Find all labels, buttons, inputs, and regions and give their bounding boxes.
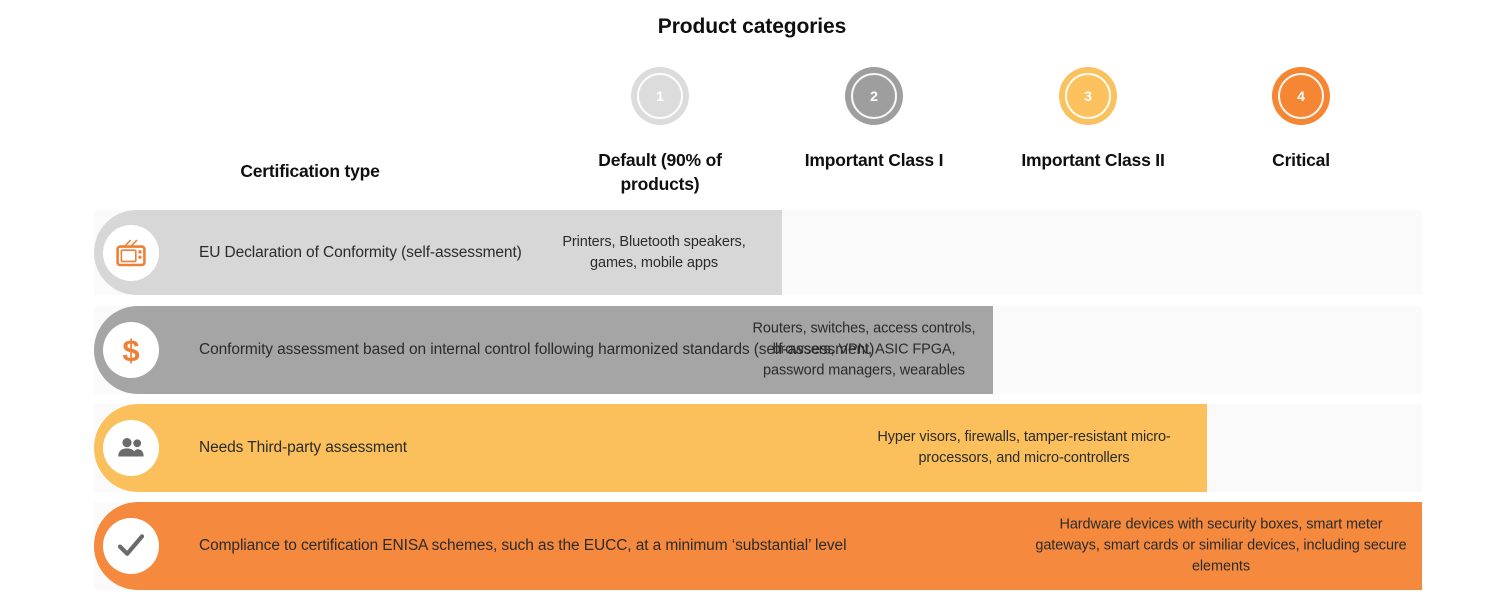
- badge-inner-ring: [851, 73, 897, 119]
- category-badge-3: 3: [1059, 67, 1117, 125]
- table-row: EU Declaration of Conformity (self-asses…: [94, 210, 1422, 295]
- cell-row1-col1: Printers, Bluetooth speakers, games, mob…: [562, 233, 746, 271]
- badge-inner-ring: [1278, 73, 1324, 119]
- column-header-important-class-2: Important Class II: [1021, 150, 1165, 170]
- table-row: Compliance to certification ENISA scheme…: [94, 502, 1422, 590]
- row-label-4: Compliance to certification ENISA scheme…: [199, 537, 847, 554]
- column-header-critical: Critical: [1272, 150, 1330, 170]
- dollar-glyph: $: [122, 332, 140, 368]
- table-row: $ Conformity assessment based on interna…: [94, 306, 1422, 394]
- row-label-3: Needs Third-party assessment: [199, 439, 407, 456]
- badge-inner-ring: [1065, 73, 1111, 119]
- dollar-sign-icon: $: [103, 322, 159, 378]
- row-axis-header: Certification type: [240, 161, 380, 181]
- row-bar-4: [94, 502, 1422, 590]
- cell-row4-col4: Hardware devices with security boxes, sm…: [1035, 516, 1407, 575]
- category-number-4: 4: [1297, 88, 1305, 104]
- category-badge-1: 1: [631, 67, 689, 125]
- category-number-3: 3: [1084, 88, 1092, 104]
- page-title: Product categories: [657, 15, 847, 38]
- people-group-icon: [103, 420, 159, 476]
- category-badge-4: 4: [1272, 67, 1330, 125]
- cell-row2-col2: Routers, switches, access controls, brow…: [752, 320, 976, 379]
- column-header-important-class-1: Important Class I: [804, 150, 944, 170]
- television-icon: [103, 224, 159, 281]
- category-number-2: 2: [870, 88, 878, 104]
- category-number-1: 1: [656, 88, 664, 104]
- row-bar-2: [94, 306, 993, 394]
- checkmark-icon: [103, 518, 159, 574]
- badge-inner-ring: [637, 73, 683, 119]
- table-row: Needs Third-party assessment Hyper visor…: [94, 404, 1422, 492]
- row-label-2: Conformity assessment based on internal …: [199, 341, 875, 358]
- row-bar-1: [94, 210, 782, 295]
- category-badge-2: 2: [845, 67, 903, 125]
- cell-row3-col3: Hyper visors, firewalls, tamper-resistan…: [877, 429, 1171, 466]
- row-bar-3: [94, 404, 1207, 492]
- row-label-1: EU Declaration of Conformity (self-asses…: [199, 243, 522, 261]
- column-header-default: Default (90% of products): [598, 150, 722, 194]
